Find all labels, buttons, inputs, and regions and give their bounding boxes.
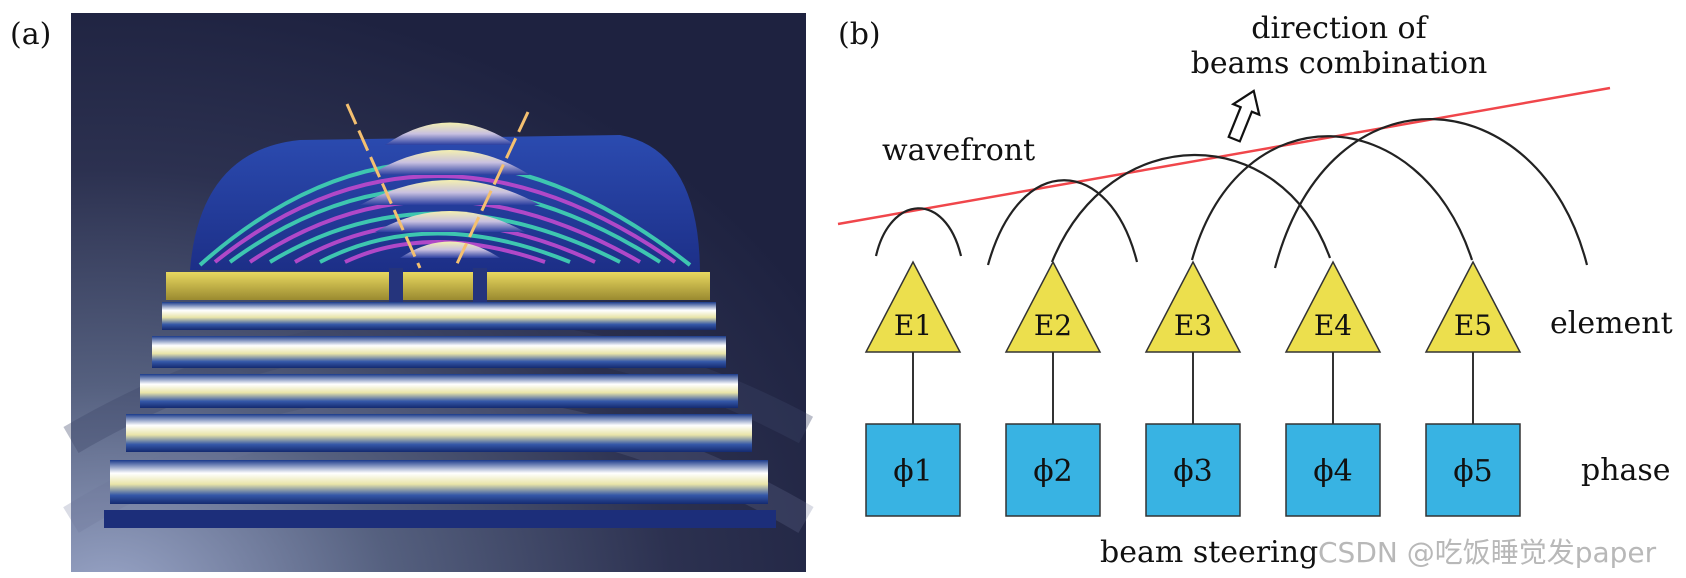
- phase-row-label: phase: [1581, 453, 1671, 488]
- watermark-text: CSDN @吃饭睡觉发paper: [1318, 536, 1657, 569]
- wavefront-label: wavefront: [882, 133, 1035, 168]
- direction-arrow-icon: [1227, 89, 1261, 143]
- phase-box-1: ϕ1: [865, 423, 961, 517]
- phase-box-3: ϕ3: [1145, 423, 1241, 517]
- element-e2-label: E2: [1034, 309, 1072, 342]
- phase-row: ϕ1 ϕ2 ϕ3 ϕ4 ϕ5: [865, 423, 1521, 517]
- panel-b-label: (b): [838, 17, 881, 52]
- connectors: [912, 352, 1474, 424]
- wavefront-line: [837, 86, 1611, 226]
- phase-box-5: ϕ5: [1425, 423, 1521, 517]
- beam-steering-label: beam steering: [1100, 535, 1318, 570]
- element-e5-label: E5: [1454, 309, 1492, 342]
- element-e4: E4: [1284, 260, 1382, 353]
- phase-2-label: ϕ2: [1033, 454, 1073, 489]
- element-e3: E3: [1144, 260, 1242, 353]
- element-e2: E2: [1004, 260, 1102, 353]
- element-e3-label: E3: [1174, 309, 1212, 342]
- element-e5: E5: [1424, 260, 1522, 353]
- panel-a-simulation-image: [63, 13, 814, 572]
- direction-label-line1: direction of: [1251, 11, 1428, 46]
- phase-5-label: ϕ5: [1453, 454, 1493, 489]
- phase-3-label: ϕ3: [1173, 454, 1213, 489]
- beam-arcs: [874, 118, 1589, 269]
- phase-4-label: ϕ4: [1313, 454, 1353, 489]
- panel-a-label: (a): [10, 17, 51, 52]
- element-e1-label: E1: [894, 309, 932, 342]
- element-e4-label: E4: [1314, 309, 1352, 342]
- phase-box-2: ϕ2: [1005, 423, 1101, 517]
- element-row-label: element: [1550, 306, 1673, 341]
- phase-1-label: ϕ1: [893, 454, 933, 489]
- element-row: E1 E2 E3 E4 E5: [864, 260, 1522, 353]
- element-e1: E1: [864, 260, 962, 353]
- phase-box-4: ϕ4: [1285, 423, 1381, 517]
- direction-label-line2: beams combination: [1191, 46, 1488, 81]
